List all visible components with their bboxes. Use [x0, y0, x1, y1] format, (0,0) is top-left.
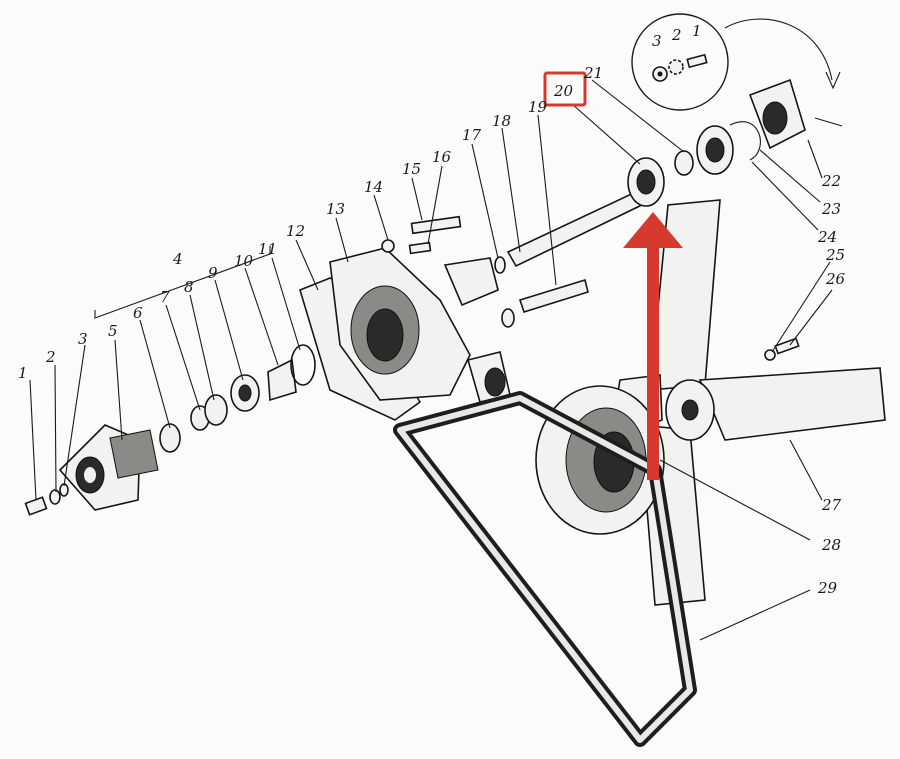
callout-24: 24: [817, 228, 837, 246]
callout-9: 9: [208, 264, 218, 282]
callout-21: 21: [583, 64, 603, 82]
callout-26: 26: [825, 270, 846, 288]
callout-16: 16: [432, 148, 452, 166]
callout-11: 11: [258, 240, 277, 258]
arrow-shaft: [647, 242, 659, 480]
callout-4: 4: [172, 250, 183, 268]
callout-2: 2: [45, 348, 56, 366]
callout-17: 17: [462, 126, 482, 144]
highlight-box: [543, 71, 587, 107]
callout-10: 10: [234, 252, 254, 270]
callout-labels: 1 2 3 4 5 6 7 8 9 10 11 12 13 14 15 16 1…: [18, 22, 846, 597]
callout-1: 1: [18, 364, 28, 382]
callout-28: 28: [821, 536, 841, 554]
leader-lines: [29, 79, 833, 641]
callout-20: 20: [553, 82, 574, 100]
inset-callout-1: 1: [692, 22, 702, 40]
callout-18: 18: [492, 112, 511, 130]
callout-29: 29: [817, 579, 838, 597]
callout-6: 6: [133, 304, 143, 322]
callout-8: 8: [184, 278, 194, 296]
callout-14: 14: [364, 178, 383, 196]
arrow-head-icon: [623, 212, 683, 248]
inset-detail: [631, 13, 841, 111]
callout-25: 25: [825, 246, 845, 264]
inset-callout-2: 2: [671, 26, 682, 44]
callout-15: 15: [402, 160, 421, 178]
callout-5: 5: [108, 322, 118, 340]
inset-callout-3: 3: [652, 32, 662, 50]
housing: [299, 215, 515, 421]
callout-3: 3: [78, 330, 88, 348]
callout-27: 27: [821, 496, 842, 514]
shaft-bearings: [506, 78, 843, 313]
callout-13: 13: [326, 200, 345, 218]
callout-12: 12: [286, 222, 305, 240]
callout-19: 19: [528, 98, 548, 116]
callout-23: 23: [821, 200, 841, 218]
hub-assembly: [24, 344, 316, 516]
highlight: [543, 71, 683, 480]
callout-22: 22: [821, 172, 841, 190]
callout-7: 7: [160, 288, 170, 306]
